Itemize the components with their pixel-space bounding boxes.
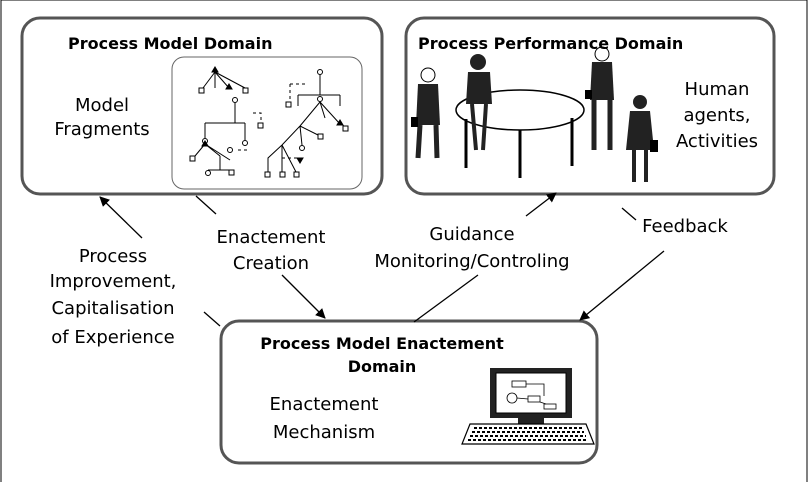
guidance-label-line2: Monitoring/Controling [374, 251, 570, 272]
arrow-creation-head [195, 195, 217, 215]
arrow-improvement-tail [203, 311, 221, 327]
arrow-feedback [579, 250, 665, 321]
arrow-guidance [413, 274, 479, 323]
arrow-feedback-tail [621, 207, 637, 221]
improvement-label-line1: Process [78, 246, 148, 267]
tree-diagram-icon [189, 66, 349, 178]
enactement-domain-title-line2: Domain [347, 357, 417, 376]
arrow-improvement [99, 196, 143, 239]
improvement-label-line4: of Experience [51, 327, 175, 348]
feedback-label: Feedback [642, 216, 728, 237]
creation-label-line1: Enactement [216, 227, 326, 248]
arrow-creation [281, 274, 326, 319]
model-fragments-label-line2: Fragments [54, 119, 150, 140]
human-agents-label-line1: Human [684, 79, 750, 100]
model-fragments-label-line1: Model [74, 95, 130, 116]
process-performance-domain-title: Process Performance Domain [418, 34, 684, 53]
human-agents-label-line2: agents, [683, 105, 751, 126]
human-agents-label-line3: Activities [675, 131, 759, 152]
improvement-label-line3: Capitalisation [51, 298, 175, 319]
enactement-mechanism-label-line2: Mechanism [272, 422, 376, 443]
process-performance-domain-box [404, 16, 776, 196]
computer-workstation-icon [461, 368, 595, 445]
creation-label-line2: Creation [232, 253, 310, 274]
improvement-label-line2: Improvement, [49, 271, 177, 292]
enactement-mechanism-label-line1: Enactement [269, 394, 379, 415]
people-around-table-icon [411, 46, 658, 182]
process-model-domain-title: Process Model Domain [68, 34, 273, 53]
guidance-label-line1: Guidance [429, 224, 515, 245]
arrow-guidance-head [525, 192, 557, 217]
enactement-domain-title-line1: Process Model Enactement [260, 334, 504, 353]
model-fragments-panel [171, 56, 363, 190]
